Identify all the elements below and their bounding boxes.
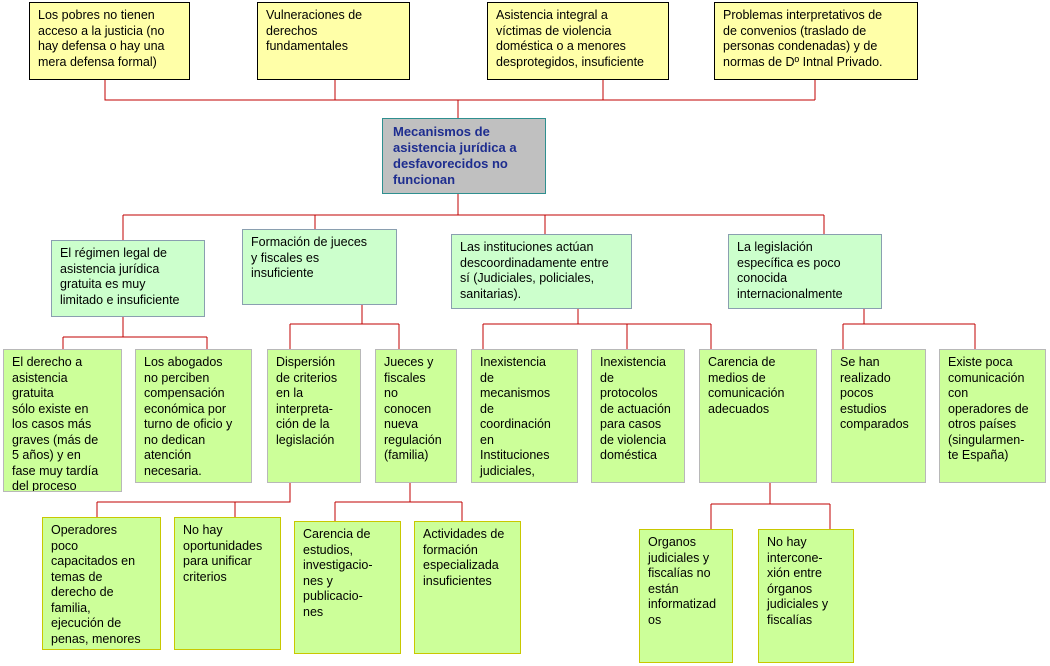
branch-box-institutions: Las instituciones actúan descoordinadame… <box>451 234 632 309</box>
leaf-box-criteria-dispersion: Dispersión de criterios en la interpreta… <box>267 349 361 483</box>
leaf-box-lack-of-studies: Carencia de estudios, investigacio- nes … <box>294 521 401 654</box>
leaf-box-communication-means: Carencia de medios de comunicación adecu… <box>699 349 817 483</box>
cause-box-3: Asistencia integral a víctimas de violen… <box>487 2 669 80</box>
leaf-box-no-protocols: Inexistencia de protocolos de actuación … <box>591 349 685 483</box>
leaf-box-little-communication: Existe poca comunicación con operadores … <box>939 349 1046 483</box>
leaf-box-few-studies: Se han realizado pocos estudios comparad… <box>831 349 926 483</box>
branch-box-legislation: La legislación específica es poco conoci… <box>728 234 882 309</box>
leaf-box-free-assistance: El derecho a asistencia gratuita sólo ex… <box>3 349 122 492</box>
cause-box-4: Problemas interpretativos de de convenio… <box>714 2 918 80</box>
cause-box-2: Vulneraciones de derechos fundamentales <box>257 2 410 80</box>
branch-box-legal-regime: El régimen legal de asistencia jurídica … <box>51 240 205 317</box>
central-problem-box: Mecanismos de asistencia jurídica a desf… <box>382 118 546 194</box>
leaf-box-not-computerized: Organos judiciales y fiscalías no están … <box>639 529 733 663</box>
branch-box-training: Formación de jueces y fiscales es insufi… <box>242 229 397 305</box>
leaf-box-training-activities: Actividades de formación especializada i… <box>414 521 521 654</box>
leaf-box-no-interconnection: No hay interconе- xión entre órganos jud… <box>758 529 854 663</box>
leaf-box-no-unify-criteria: No hay oportunidades para unificar crite… <box>174 517 281 650</box>
connector-b2-ga-down <box>235 483 291 503</box>
leaf-box-lawyers-compensation: Los abogados no perciben compensación ec… <box>135 349 252 483</box>
cause-box-1: Los pobres no tienen acceso a la justici… <box>29 2 190 80</box>
leaf-box-poorly-trained-operators: Operadores poco capacitados en temas de … <box>42 517 161 650</box>
connector-causes <box>104 80 815 101</box>
leaf-box-judges-unaware: Jueces y fiscales no conocen nueva regul… <box>375 349 457 483</box>
leaf-box-no-coordination: Inexistencia de mecanismos de coordinaci… <box>471 349 578 483</box>
